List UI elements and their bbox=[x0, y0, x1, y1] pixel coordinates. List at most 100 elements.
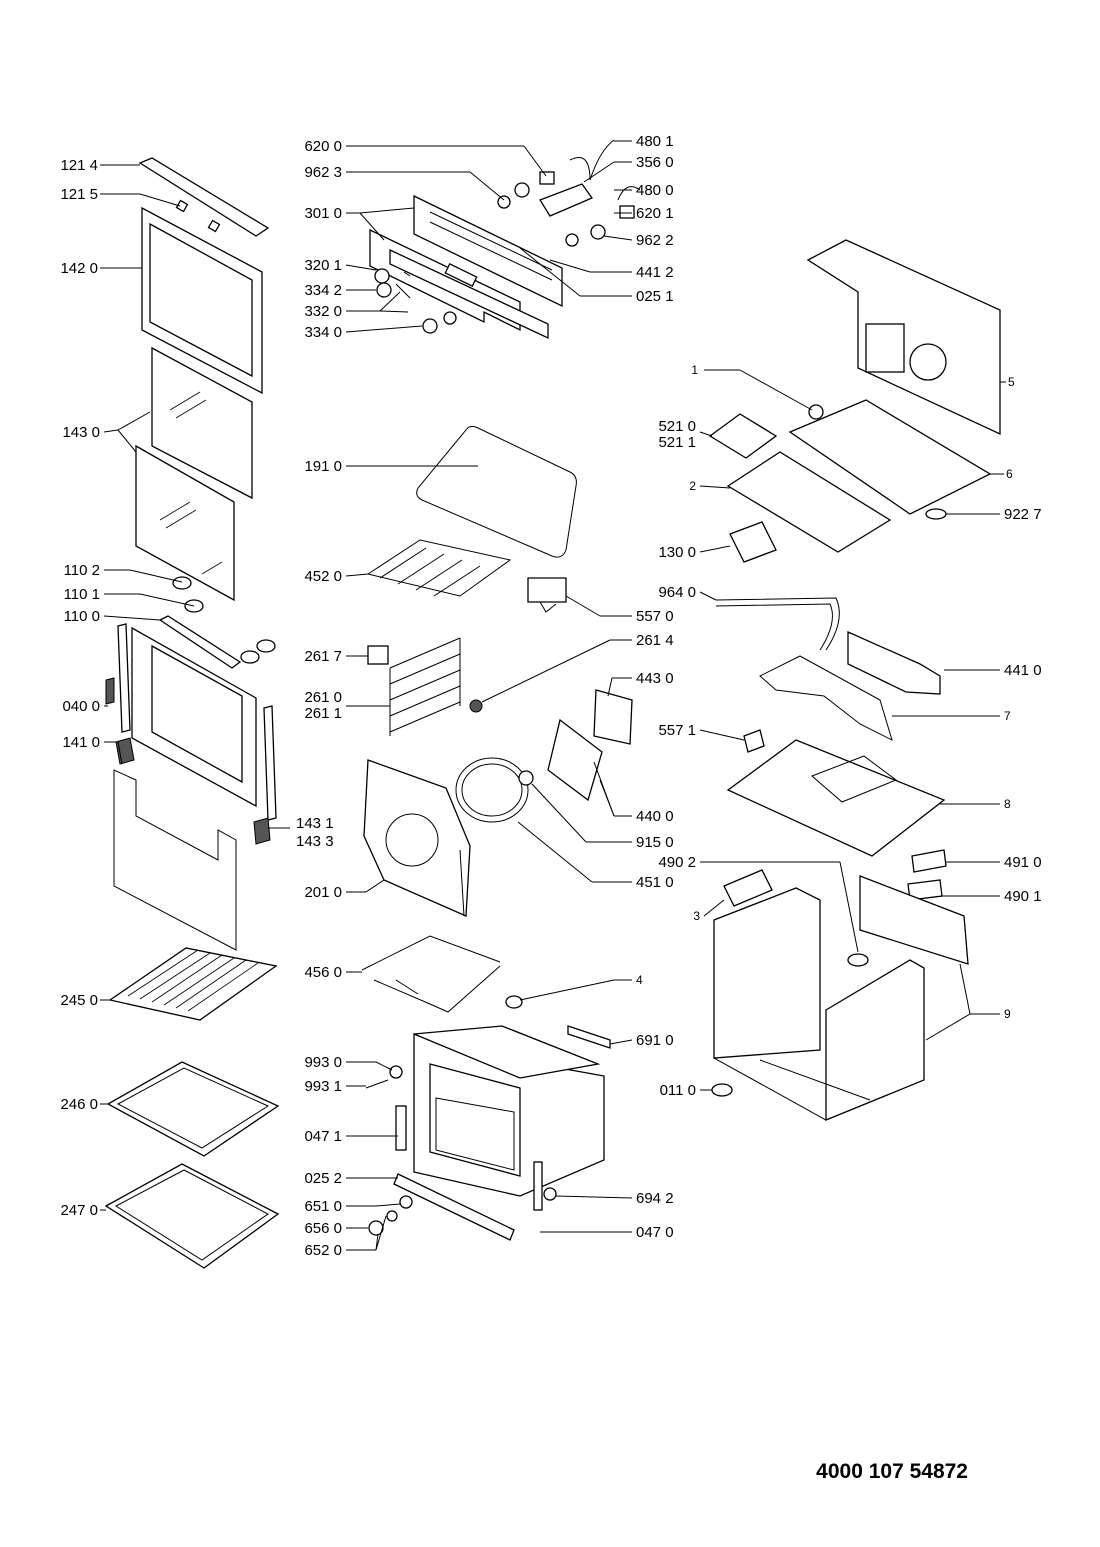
shelf-support-clip bbox=[367, 645, 389, 665]
mains-connection bbox=[847, 953, 869, 967]
fan-motor bbox=[593, 689, 633, 745]
door-seal-frame bbox=[113, 769, 237, 951]
connector-block bbox=[619, 205, 635, 219]
insulation-pad bbox=[723, 869, 773, 907]
cabinet-rear-panel bbox=[859, 875, 969, 965]
label-245-0: 245 0 bbox=[60, 992, 98, 1009]
label-441-2: 441 2 bbox=[636, 264, 674, 281]
fan-opening bbox=[909, 343, 947, 381]
knob-sleeve bbox=[590, 224, 606, 240]
label-451-0: 451 0 bbox=[636, 874, 674, 891]
electronics-tray bbox=[726, 451, 892, 553]
label-011-0: 011 0 bbox=[660, 1082, 696, 1099]
label-7: 7 bbox=[1004, 709, 1011, 723]
label-247-0: 247 0 bbox=[60, 1202, 98, 1219]
washer bbox=[925, 508, 947, 520]
thermal-cutout bbox=[567, 1025, 611, 1049]
label-9: 9 bbox=[1004, 1007, 1011, 1021]
cooling-duct-tube bbox=[715, 597, 840, 651]
label-1: 1 bbox=[691, 363, 698, 377]
label-110-0: 110 0 bbox=[64, 608, 100, 625]
grommet bbox=[808, 404, 824, 420]
label-620-1: 620 1 bbox=[636, 205, 674, 222]
circular-heating-element-inner bbox=[461, 763, 523, 817]
door-hinge-right bbox=[263, 705, 277, 821]
grommet bbox=[389, 1065, 403, 1079]
electronic-board bbox=[539, 183, 593, 217]
label-143-1: 143 1 bbox=[296, 815, 334, 832]
hinge-cap bbox=[256, 639, 276, 653]
bottom-cover-cutout bbox=[811, 755, 898, 803]
label-5: 5 bbox=[1008, 375, 1015, 389]
lower-heating-element bbox=[361, 935, 501, 1013]
terminal-block bbox=[911, 849, 947, 873]
label-441-0: 441 0 bbox=[1004, 662, 1042, 679]
label-261-1: 261 1 bbox=[304, 705, 342, 722]
label-047-0: 047 0 bbox=[636, 1224, 674, 1241]
connector-block bbox=[539, 171, 555, 185]
label-2: 2 bbox=[689, 479, 696, 493]
label-480-1: 480 1 bbox=[636, 133, 674, 150]
spindle-nut bbox=[386, 1210, 398, 1222]
shelf-support-rails bbox=[389, 637, 461, 736]
control-panel-assembly bbox=[369, 139, 641, 340]
knob-spindle bbox=[368, 1220, 384, 1236]
label-922-7: 922 7 bbox=[1004, 506, 1042, 523]
label-490-2: 490 2 bbox=[658, 854, 696, 871]
label-443-0: 443 0 bbox=[636, 670, 674, 687]
part-labels: 121 4 121 5 142 0 143 0 110 2 110 1 110 … bbox=[60, 133, 1041, 1259]
label-040-0: 040 0 bbox=[62, 698, 100, 715]
back-panel-edge bbox=[459, 849, 465, 917]
baking-tray-inner bbox=[116, 1067, 270, 1149]
document-number: 4000 107 54872 bbox=[816, 1460, 968, 1483]
fan-cover-grille bbox=[385, 813, 439, 867]
label-320-1: 320 1 bbox=[304, 257, 342, 274]
label-491-0: 491 0 bbox=[1004, 854, 1042, 871]
label-962-2: 962 2 bbox=[636, 232, 674, 249]
glass-reflection bbox=[169, 391, 207, 419]
label-334-2: 334 2 bbox=[304, 282, 342, 299]
door-hinge-receiver-right bbox=[533, 1161, 543, 1211]
inner-glass-pane bbox=[149, 222, 253, 378]
label-110-1: 110 1 bbox=[64, 586, 100, 603]
cut-off-thermostat bbox=[743, 729, 765, 753]
label-121-5: 121 5 bbox=[60, 186, 98, 203]
label-201-0: 201 0 bbox=[304, 884, 342, 901]
hinge-cap bbox=[240, 650, 260, 664]
label-6: 6 bbox=[1006, 467, 1013, 481]
fan-nut bbox=[518, 770, 534, 786]
vent-grille bbox=[865, 323, 905, 373]
door-top-trim bbox=[138, 157, 270, 237]
label-334-0: 334 0 bbox=[304, 324, 342, 341]
label-025-2: 025 2 bbox=[304, 1170, 342, 1187]
screw bbox=[365, 1079, 389, 1089]
deep-tray bbox=[104, 1163, 280, 1269]
oven-rack bbox=[108, 947, 278, 1021]
grill-heating-element bbox=[366, 539, 512, 597]
label-964-0: 964 0 bbox=[658, 584, 696, 601]
hinge-cap bbox=[172, 576, 192, 590]
label-332-0: 332 0 bbox=[304, 303, 342, 320]
label-130-0: 130 0 bbox=[658, 544, 696, 561]
screw-cap bbox=[399, 1195, 413, 1209]
control-panel-frame bbox=[413, 194, 563, 308]
cabinet-side-right bbox=[825, 959, 925, 1121]
thermostat-sensor bbox=[527, 577, 567, 603]
label-456-0: 456 0 bbox=[304, 964, 342, 981]
label-915-0: 915 0 bbox=[636, 834, 674, 851]
wiring-harness bbox=[569, 139, 641, 201]
door-bottom-trim bbox=[393, 1173, 515, 1241]
glass-reflection bbox=[159, 501, 223, 575]
label-521-1: 521 1 bbox=[658, 434, 696, 451]
display-window bbox=[444, 263, 478, 287]
door-assembly bbox=[105, 157, 277, 951]
label-301-0: 301 0 bbox=[304, 205, 342, 222]
leader-lines bbox=[100, 140, 1006, 1251]
trim-clip bbox=[207, 219, 221, 233]
knob-sleeve bbox=[514, 182, 530, 198]
middle-glass-pane bbox=[151, 346, 253, 500]
label-691-0: 691 0 bbox=[636, 1032, 674, 1049]
door-hinge-left bbox=[117, 623, 131, 733]
label-261-0: 261 0 bbox=[304, 689, 342, 706]
control-knob bbox=[376, 282, 392, 298]
